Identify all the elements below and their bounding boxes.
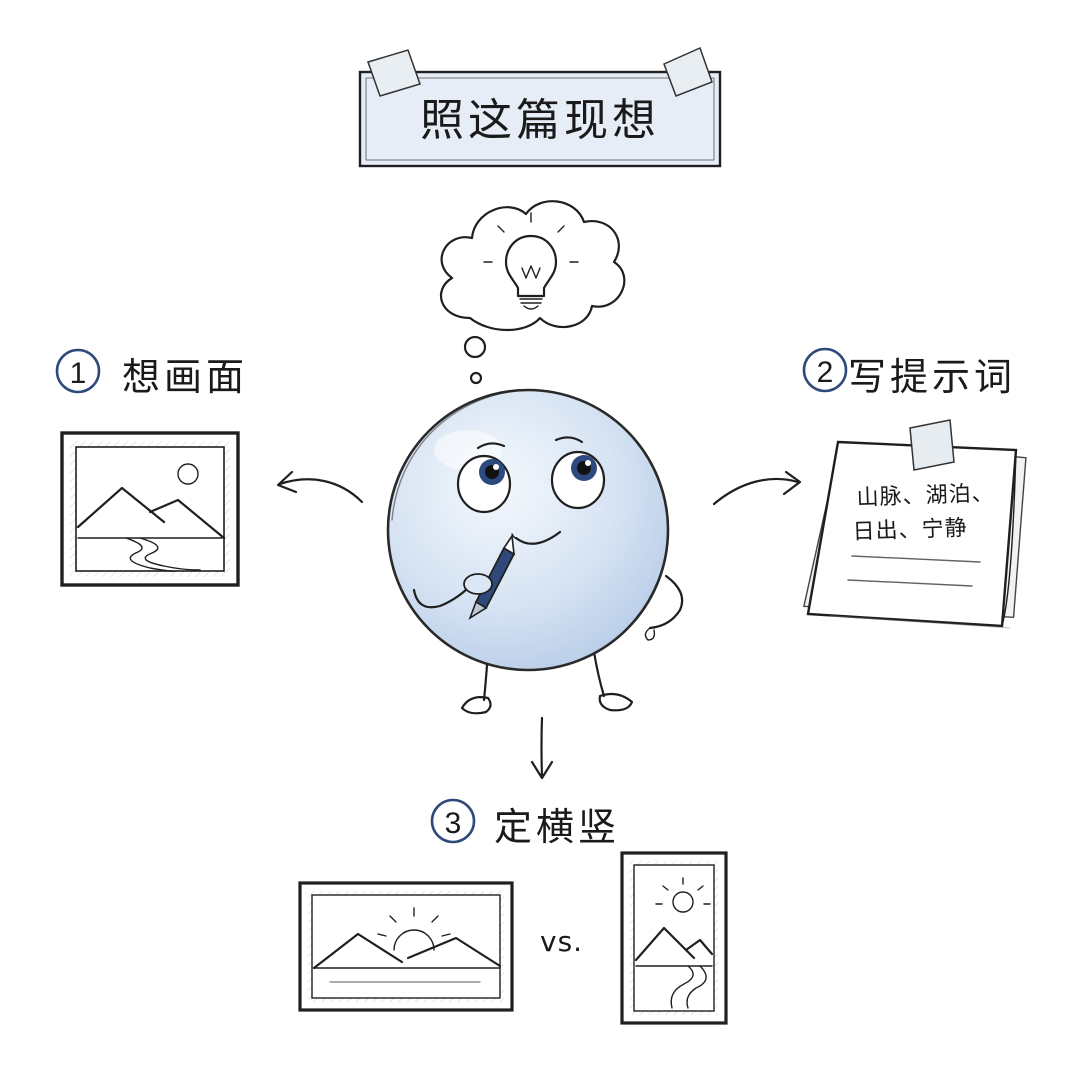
step2-number: 2 [817,356,834,389]
thought-cloud [439,200,626,385]
arrow-to-step1 [276,470,364,504]
step1-number-badge: 1 [55,348,101,394]
step2-number-badge: 2 [802,347,848,393]
note-text-line-1: 山脉、湖泊、 [856,481,996,511]
left-eye [456,454,512,514]
page-title: 照这篇现想 [420,95,660,146]
sun-icon-portrait [655,877,711,913]
arrow-to-step3 [530,716,554,780]
mountain-icon [76,486,226,540]
note-text-line-2: 日出、宁静 [852,515,969,545]
landscape-orientation-frame [298,881,514,1012]
step3-number: 3 [445,807,462,840]
comparison-separator: vs. [540,925,584,958]
title-board [358,46,722,168]
arrow-to-step2 [712,470,802,506]
step1-label: 想画面 [122,355,249,399]
tape-note-icon [909,419,955,471]
thinking-character [386,388,684,715]
tape-right-icon [663,46,713,97]
right-eye [550,450,606,510]
lightbulb-icon [483,212,579,310]
sticky-note-icon [802,419,1027,629]
sun-icon [177,463,199,485]
step3-label: 定横竖 [494,805,621,849]
landscape-frame-icon [60,431,240,587]
step1-number: 1 [70,357,87,390]
step2-label: 写提示词 [848,355,1017,399]
sunrise-icon [377,907,451,951]
portrait-orientation-frame [620,851,728,1025]
step3-number-badge: 3 [430,798,476,844]
tape-left-icon [367,49,421,97]
